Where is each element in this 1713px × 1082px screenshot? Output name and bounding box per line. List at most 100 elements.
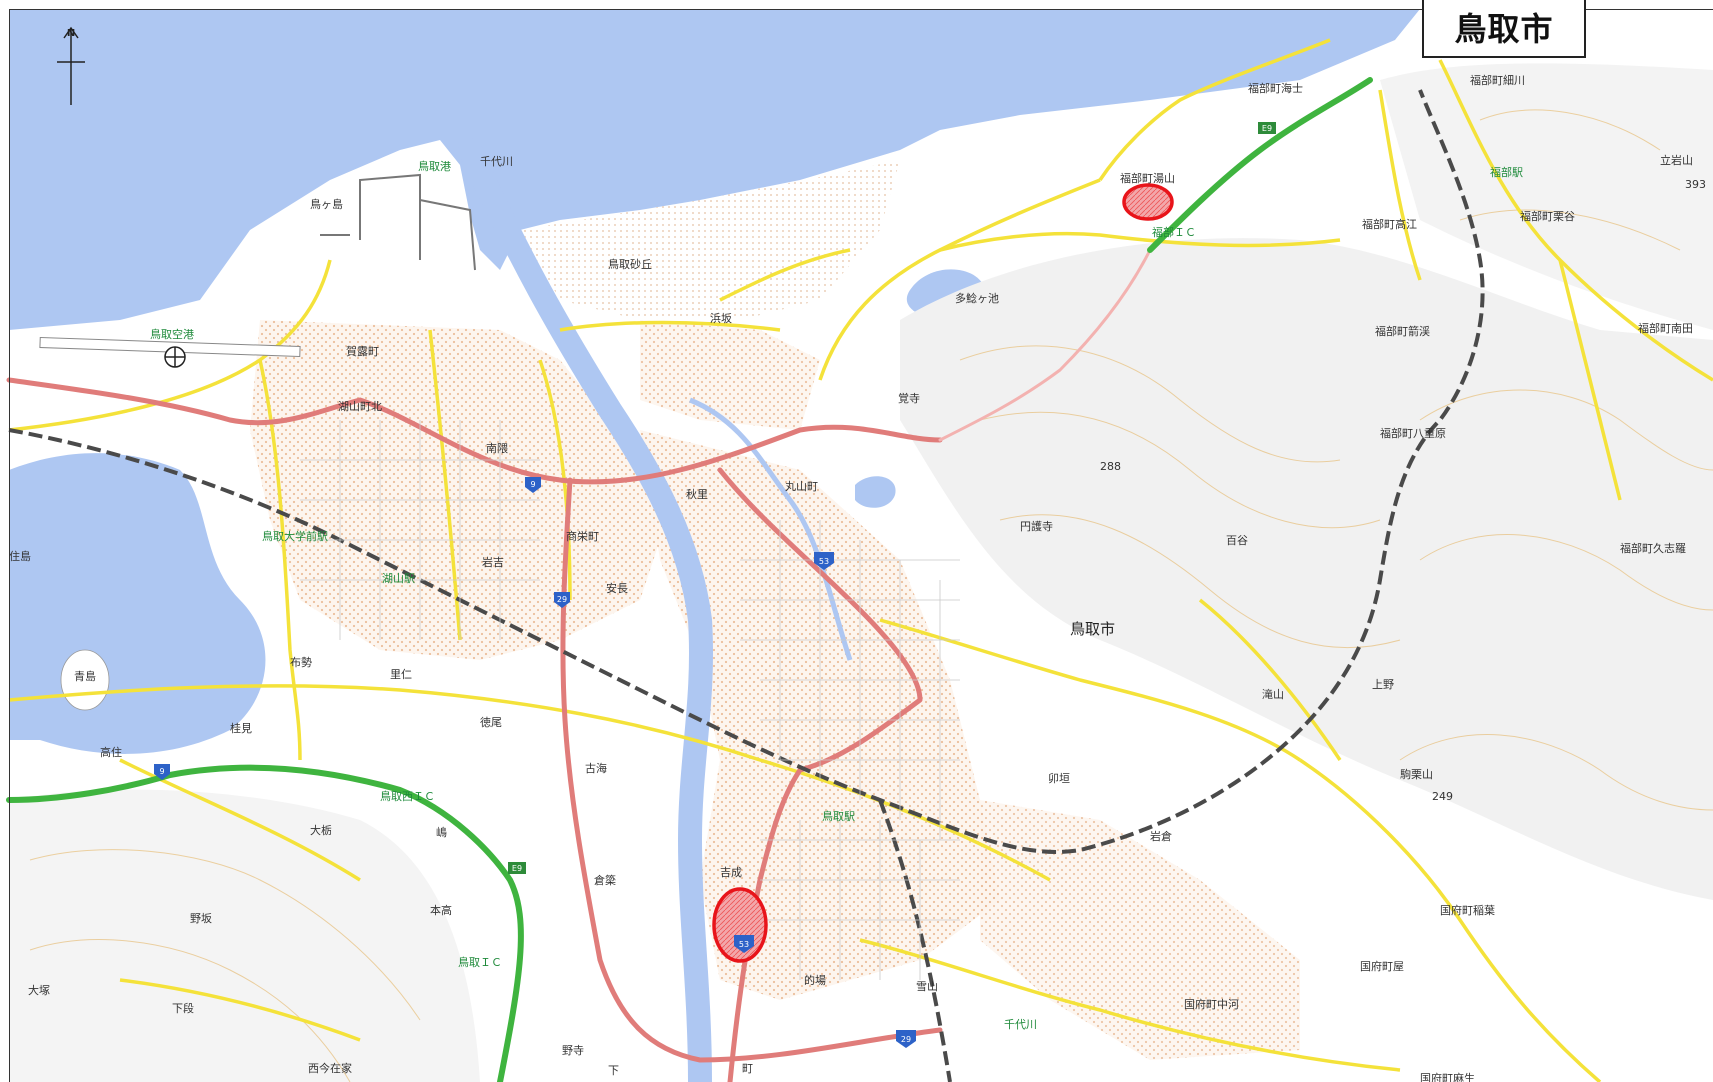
label-fukube-yuyama: 福部町湯山 [1120,171,1175,185]
label-karo-island: 鳥ヶ島 [310,197,343,211]
svg-text:9: 9 [159,767,164,776]
svg-text:29: 29 [901,1035,911,1044]
label-satoni: 里仁 [390,668,412,681]
label-kokufu-nakashima: 国府町中河 [1184,997,1239,1011]
label-koyama-station: 湖山駅 [382,572,415,585]
label-engoji: 円護寺 [1020,519,1053,533]
label-anaga: 安長 [606,581,628,595]
sendai-river [458,138,714,1082]
map-title-box: 鳥取市 [1422,0,1586,58]
label-tategeyama: 立岩山 [1660,153,1693,167]
label-fukube-station: 福部駅 [1490,165,1523,179]
label-fukube-takae: 福部町高江 [1362,217,1417,231]
label-tottori-port: 鳥取港 [418,159,451,173]
label-koji: 町 [742,1062,753,1075]
label-kakuji: 覚寺 [898,392,920,405]
label-elev-288: 288 [1100,460,1121,473]
label-shogyo: 商栄町 [566,529,599,543]
highlight-area-fukube-yuyama [1122,183,1174,221]
label-kokufu-inaba: 国府町稲葉 [1440,903,1495,917]
svg-text:9: 9 [530,480,535,489]
label-nishiimazaike: 西今在家 [308,1061,352,1075]
railways [8,89,1485,1082]
label-akihiro: 秋里 [686,487,708,501]
airport-runway [39,336,301,368]
route-shield-9-east: 9 [525,477,541,493]
label-sumijima: 住島 [9,549,31,563]
label-tottori-ic: 鳥取ＩＣ [458,955,502,969]
label-maruyama: 丸山町 [785,480,818,493]
label-tagoike: 多鯰ヶ池 [955,291,999,305]
route-shield-29-south: 29 [896,1030,916,1048]
svg-text:29: 29 [557,595,567,604]
label-noderi: 野寺 [562,1044,584,1057]
label-kokufu-hosoya: 国府町屋 [1360,959,1404,973]
label-matoba: 的場 [804,973,826,987]
label-iwayoshi: 岩吉 [482,555,504,569]
label-fukube-ic: 福部ＩＣ [1152,225,1196,239]
route-shield-53-south: 53 [734,935,754,953]
label-nowasaka: 野坂 [190,912,212,925]
label-kuranami: 倉簗 [594,873,616,887]
label-uwano: 上野 [1372,678,1394,691]
label-fukube-yaedani: 福部町八重原 [1380,426,1446,440]
map-title: 鳥取市 [1454,10,1554,48]
svg-text:53: 53 [739,940,749,949]
label-aoshima: 青島 [74,669,96,683]
sea [9,9,1420,330]
label-tottori-station: 鳥取駅 [822,809,855,823]
label-shimodan: 下段 [172,1001,194,1015]
expressways [6,77,1373,1082]
urban-east [980,800,1300,1060]
label-tottori-nishi-ic: 鳥取西ＩＣ [380,789,435,803]
label-yukiyama: 雪山 [916,980,938,993]
svg-text:E9: E9 [1262,124,1272,133]
label-tottori-univ-station: 鳥取大学前駅 [262,529,328,543]
place-labels: 鳥取市 福部町海士 福部町湯山 福部ＩＣ 福部町細川 福部駅 福部町栗谷 福部町… [9,73,1706,1082]
urban-north [640,320,820,430]
svg-text:53: 53 [819,557,829,566]
label-motodaka: 本高 [430,903,452,917]
urban-west [250,320,660,660]
label-fukube-minamida: 福部町南田 [1638,321,1693,335]
label-hyakutani: 百谷 [1226,534,1248,547]
label-komorigaoka: 駒栗山 [1400,768,1433,781]
hills-east [900,238,1713,901]
label-fukube-hosokawa: 福部町細川 [1470,73,1525,87]
port-structures [320,173,476,271]
label-kamiwaku: 卯垣 [1048,772,1070,785]
label-elev-393: 393 [1685,178,1706,191]
label-kokufu-nishi: 国府町麻生 [1420,1071,1475,1082]
label-nunose: 布勢 [290,655,312,669]
hills-ne [1380,63,1713,330]
north-arrow: N [57,26,85,105]
svg-text:N: N [67,28,75,39]
label-fukube-kurita: 福部町栗谷 [1520,209,1575,223]
label-shima: 嶋 [436,825,447,839]
label-minamisato: 南隈 [486,442,508,455]
label-senshiro-river: 千代川 [480,155,513,168]
svg-text:E9: E9 [512,864,522,873]
prefectural-roads [8,38,1713,1082]
route-shield-e9-north: E9 [1258,122,1276,134]
label-takiyama: 滝山 [1262,688,1284,701]
fukuro-river [689,397,853,661]
label-iwakura: 岩倉 [1150,829,1172,843]
label-tokuo: 徳尾 [480,716,502,729]
label-tottori-airport: 鳥取空港 [150,327,194,341]
route-shield-29: 29 [554,592,570,608]
label-kitami: 桂見 [230,721,252,735]
label-fukube-kushiro: 福部町久志羅 [1620,541,1686,555]
label-tottori-city: 鳥取市 [1070,620,1115,638]
dunes-area [520,160,900,320]
label-shimo: 下 [608,1064,619,1077]
label-koyama: 湖山町北 [338,400,382,413]
route-shield-e9-south: E9 [508,862,526,874]
label-fukube-umiji: 福部町海士 [1248,81,1303,95]
label-kadoro: 賀露町 [346,345,379,358]
label-sendai: 千代川 [1004,1018,1037,1031]
street-grid [300,420,960,980]
hills-sw [9,789,480,1082]
label-koumi: 古海 [585,761,607,775]
